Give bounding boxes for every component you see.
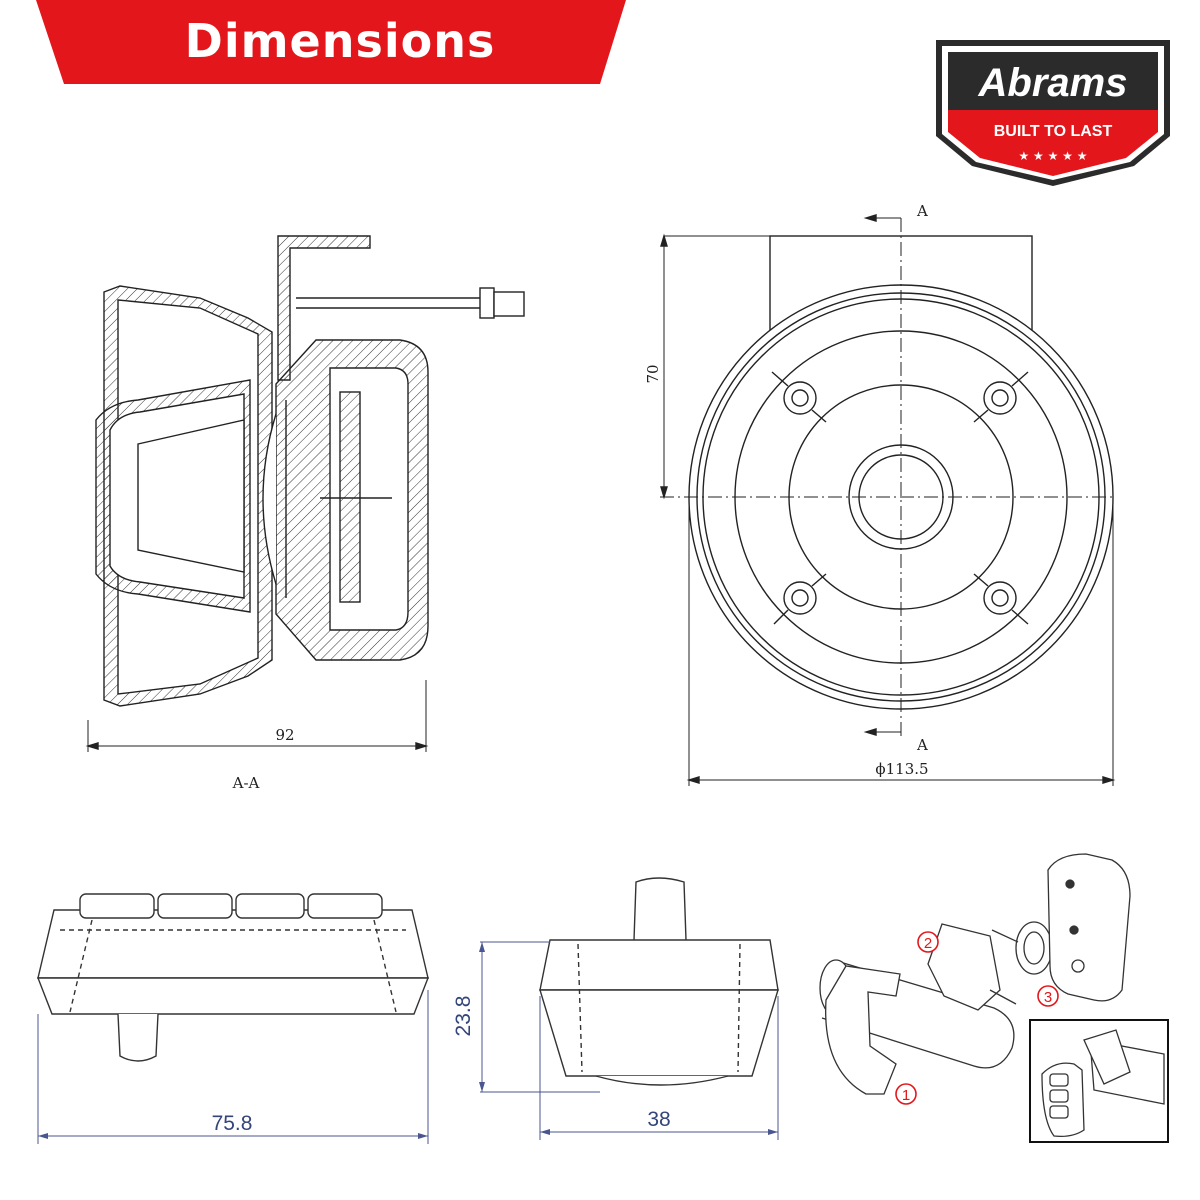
- svg-text:★ ★ ★ ★ ★: ★ ★ ★ ★ ★: [1018, 149, 1087, 163]
- svg-text:BUILT TO LAST: BUILT TO LAST: [994, 123, 1113, 140]
- banner-shape: [36, 0, 626, 84]
- screw-bottom-left: [773, 573, 827, 625]
- mount-assembly: [819, 853, 1169, 1143]
- front-height-label: 70: [644, 364, 662, 383]
- section-mark-bottom: A: [916, 736, 928, 754]
- front-view: [660, 214, 1116, 786]
- callout-1: 1: [902, 1087, 910, 1104]
- svg-text:Abrams: Abrams: [978, 61, 1128, 105]
- section-mark-top: A: [916, 202, 928, 220]
- brand-logo: Abrams BUILT TO LAST ★ ★ ★ ★ ★: [934, 38, 1172, 188]
- remote-side-height-label: 23.8: [452, 996, 475, 1037]
- section-view: [85, 235, 525, 752]
- screw-bottom-right: [973, 573, 1029, 625]
- section-caption: A-A: [232, 774, 260, 792]
- title-banner: Dimensions: [0, 0, 640, 86]
- callout-3: 3: [1044, 989, 1052, 1006]
- remote-side-width-label: 38: [647, 1108, 670, 1131]
- remote-front-width-label: 75.8: [212, 1112, 253, 1135]
- screw-top-right: [973, 371, 1029, 423]
- section-width-label: 92: [275, 726, 294, 744]
- page-title: Dimensions: [184, 14, 496, 68]
- front-diameter-label: ϕ113.5: [875, 760, 928, 778]
- screw-top-left: [771, 371, 827, 423]
- remote-front-view: [36, 893, 430, 1144]
- remote-side-view: [479, 877, 779, 1140]
- callout-2: 2: [924, 935, 932, 952]
- logo-badge: Abrams BUILT TO LAST ★ ★ ★ ★ ★: [936, 40, 1170, 186]
